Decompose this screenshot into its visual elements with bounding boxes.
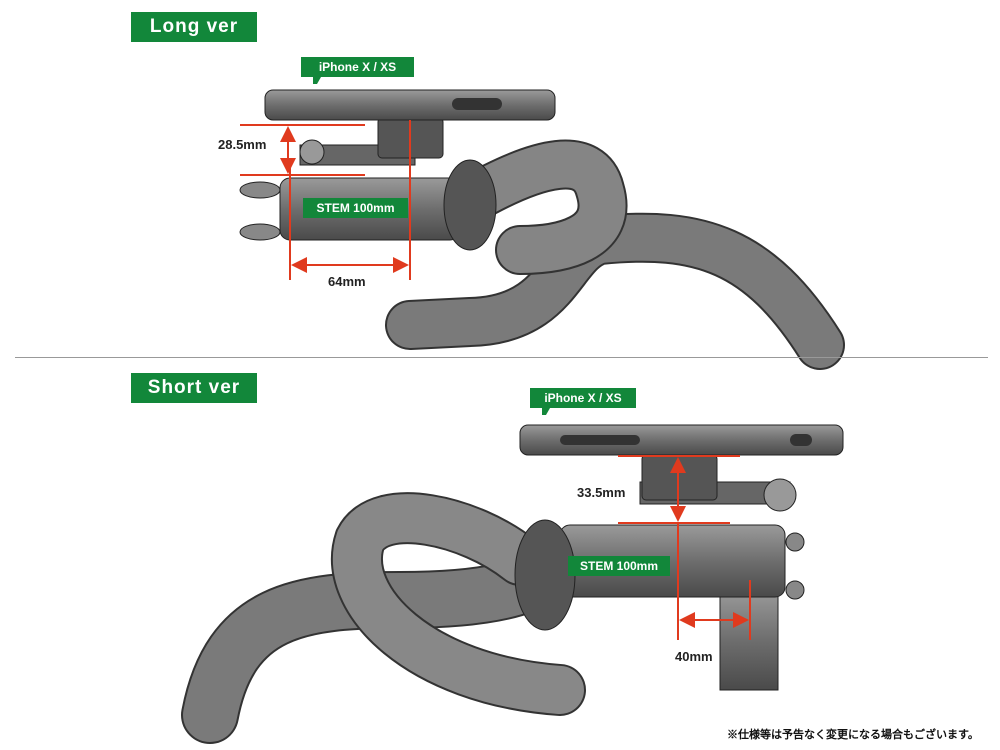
- short-phone: [519, 424, 844, 456]
- section-divider: [15, 357, 988, 358]
- long-phone: [264, 89, 556, 121]
- long-phone-tag: iPhone X / XS: [301, 57, 414, 84]
- long-version-label: Long ver: [131, 12, 257, 42]
- short-version-label: Short ver: [131, 373, 257, 403]
- short-phone-tag: iPhone X / XS: [530, 388, 636, 415]
- long-height-dimension: 28.5mm: [218, 137, 267, 152]
- long-stem-label: STEM 100mm: [303, 198, 408, 218]
- long-offset-dimension: 64mm: [328, 274, 366, 289]
- footnote: ※仕様等は予告なく変更になる場合もございます。: [727, 729, 979, 741]
- long-stem: [239, 117, 497, 251]
- short-dimension-lines: [618, 455, 751, 640]
- short-height-dimension: 33.5mm: [577, 485, 626, 500]
- short-offset-dimension: 40mm: [675, 649, 713, 664]
- long-dimension-lines: [240, 120, 411, 280]
- long-handlebar: [385, 139, 845, 370]
- short-stem-label: STEM 100mm: [568, 556, 670, 576]
- short-handlebar: [181, 492, 589, 744]
